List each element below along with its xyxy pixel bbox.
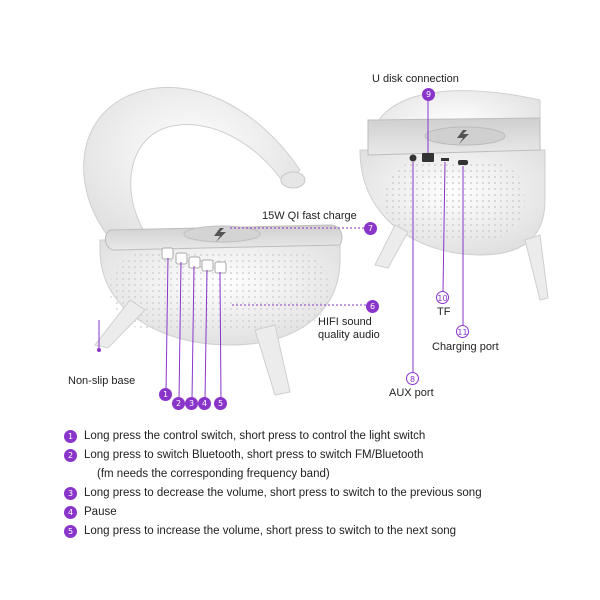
control-button-4 xyxy=(201,259,214,272)
legend-text-4: Pause xyxy=(84,506,117,518)
tf-slot xyxy=(441,158,449,161)
control-button-2 xyxy=(175,252,188,265)
legend-bullet-5: 5 xyxy=(64,525,77,538)
legend-bullet-3: 3 xyxy=(64,487,77,500)
legend-item-1: 1 Long press the control switch, short p… xyxy=(64,428,584,447)
legend-item-5: 5 Long press to increase the volume, sho… xyxy=(64,523,584,542)
label-u-disk: U disk connection xyxy=(372,73,459,85)
callout-badge-1: 1 xyxy=(159,388,172,401)
label-non-slip-base: Non-slip base xyxy=(68,375,136,387)
label-qi-charge: 15W QI fast charge xyxy=(262,210,357,222)
callout-badge-4: 4 xyxy=(198,397,211,410)
rear-bolt-icon xyxy=(457,130,469,144)
callout-badge-6: 6 xyxy=(366,300,379,313)
legend-item-3: 3 Long press to decrease the volume, sho… xyxy=(64,485,584,504)
legend-note: (fm needs the corresponding frequency ba… xyxy=(97,468,330,480)
legend-text-2: Long press to switch Bluetooth, short pr… xyxy=(84,449,424,461)
button-function-legend: 1 Long press the control switch, short p… xyxy=(64,428,584,542)
bolt-icon xyxy=(214,228,226,242)
label-hifi-line2: quality audio xyxy=(318,329,380,341)
legend-text-3: Long press to decrease the volume, short… xyxy=(84,487,482,499)
label-aux-port: AUX port xyxy=(389,387,434,399)
label-charging-port: Charging port xyxy=(432,341,499,353)
callout-badge-8: 8 xyxy=(406,372,419,385)
leader-lines xyxy=(98,100,464,401)
right-leg xyxy=(254,324,291,396)
callout-badge-7: 7 xyxy=(364,222,377,235)
legend-item-4: 4 Pause xyxy=(64,504,584,523)
g-arc-ring xyxy=(83,86,301,251)
left-leg xyxy=(94,299,146,349)
label-hifi-line1: HIFI sound xyxy=(318,316,372,328)
callout-badge-11: 11 xyxy=(456,325,469,338)
aux-port-hole xyxy=(409,154,417,162)
usb-port-slot xyxy=(422,153,434,162)
legend-item-2: 2 Long press to switch Bluetooth, short … xyxy=(64,447,584,466)
legend-text-5: Long press to increase the volume, short… xyxy=(84,525,457,537)
rear-right-leg xyxy=(524,234,549,301)
label-tf: TF xyxy=(437,306,451,318)
legend-bullet-1: 1 xyxy=(64,430,77,443)
control-button-3 xyxy=(188,256,201,269)
callout-badge-2: 2 xyxy=(172,397,185,410)
rear-left-leg xyxy=(374,224,409,269)
speaker-lamp-illustration xyxy=(83,86,549,401)
rear-mesh-grille xyxy=(385,160,525,240)
legend-bullet-4: 4 xyxy=(64,506,77,519)
g-arc-tip xyxy=(280,171,306,189)
callout-badge-9: 9 xyxy=(422,88,435,101)
legend-bullet-2: 2 xyxy=(64,449,77,462)
callout-badge-10: 10 xyxy=(436,291,449,304)
callout-badge-5: 5 xyxy=(214,397,227,410)
control-button-1 xyxy=(161,247,174,260)
legend-text-1: Long press the control switch, short pre… xyxy=(84,430,426,442)
control-button-5 xyxy=(214,261,227,274)
callout-badge-3: 3 xyxy=(185,397,198,410)
charging-port-slot xyxy=(458,160,468,165)
